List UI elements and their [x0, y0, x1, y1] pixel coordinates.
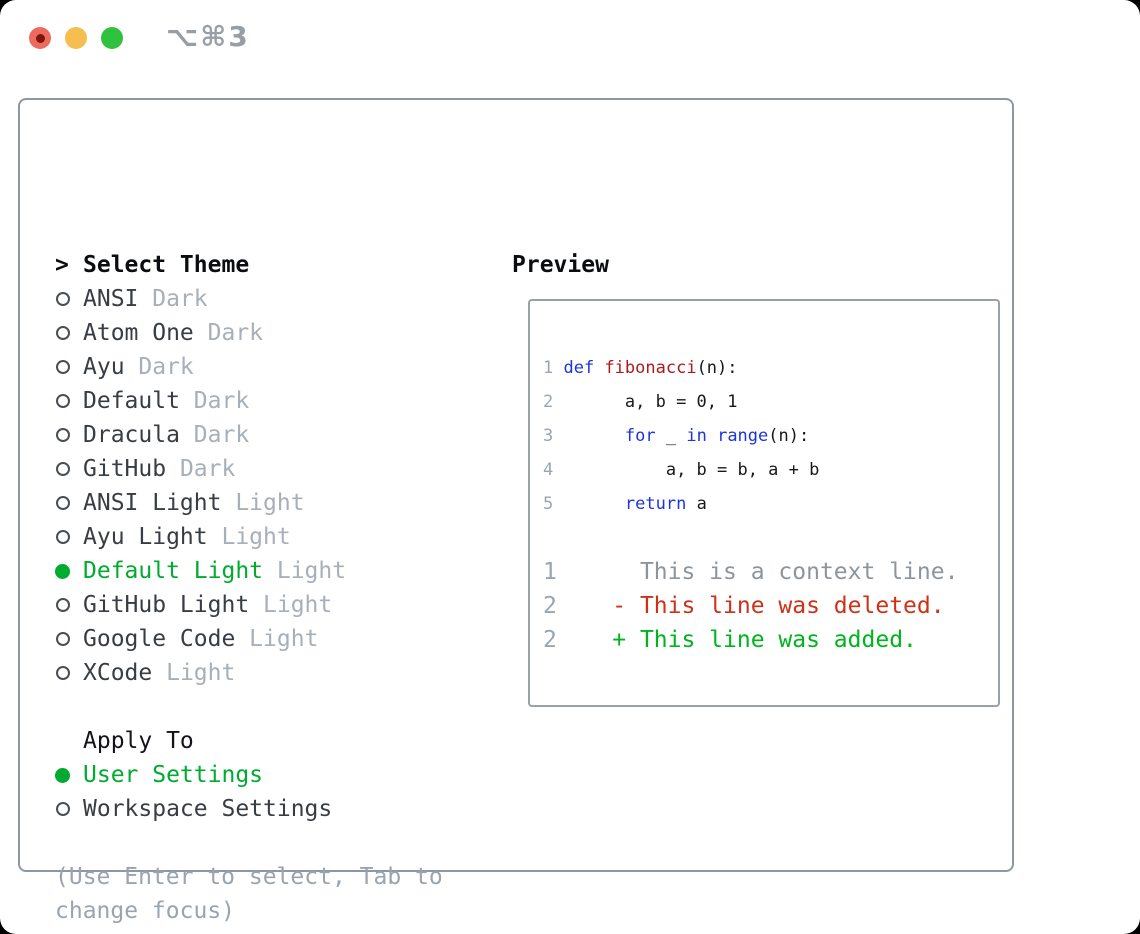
apply-to-header: Apply To: [55, 724, 443, 758]
blank-line: [543, 521, 998, 555]
theme-option-default-light[interactable]: Default Light Light: [55, 554, 443, 588]
theme-option-label: ANSI Light: [83, 490, 222, 516]
apply-option-workspace-settings[interactable]: Workspace Settings: [55, 792, 443, 826]
theme-option-label: GitHub: [83, 456, 167, 482]
radio-selected-icon: [55, 563, 83, 579]
code-line: 4 a, b = b, a + b: [543, 460, 820, 480]
theme-option-label: Atom One: [83, 320, 194, 346]
code-line: 2 a, b = 0, 1: [543, 392, 738, 412]
close-button[interactable]: [29, 27, 51, 49]
unsaved-dot-icon: [35, 33, 45, 43]
preview-panel: 1 def fibonacci(n): 2 a, b = 0, 1 3 for _ …: [528, 299, 1000, 707]
traffic-lights: [29, 27, 123, 49]
apply-option-label: Workspace Settings: [83, 796, 333, 822]
radio-unselected-icon: [55, 462, 83, 476]
code-line: 5 return a: [543, 494, 707, 514]
theme-variant-label: Dark: [193, 320, 264, 346]
apply-to-header-label: Apply To: [83, 728, 194, 754]
radio-unselected-icon: [55, 394, 83, 408]
theme-option-ansi[interactable]: ANSI Dark: [55, 282, 443, 316]
theme-menu-header-label: Select Theme: [83, 252, 250, 278]
theme-option-github[interactable]: GitHub Dark: [55, 452, 443, 486]
cursor-arrow-icon: >: [55, 252, 69, 278]
hint-text: (Use Enter to select, Tab to: [55, 860, 443, 894]
theme-variant-label: Light: [235, 626, 319, 652]
theme-option-dracula[interactable]: Dracula Dark: [55, 418, 443, 452]
radio-unselected-icon: [55, 598, 83, 612]
theme-variant-label: Light: [207, 524, 291, 550]
radio-unselected-icon: [55, 292, 83, 306]
theme-option-label: ANSI: [83, 286, 139, 312]
hint-text-line: change focus): [55, 898, 236, 924]
hint-text: change focus): [55, 894, 443, 928]
radio-unselected-icon: [55, 360, 83, 374]
diff-line: 2 - This line was deleted.: [543, 593, 945, 619]
preview-title: Preview: [512, 252, 609, 278]
theme-option-label: Dracula: [83, 422, 180, 448]
theme-option-label: Ayu: [83, 354, 125, 380]
theme-option-xcode[interactable]: XCode Light: [55, 656, 443, 690]
apply-option-label: User Settings: [83, 762, 264, 788]
theme-option-label: GitHub Light: [83, 592, 250, 618]
radio-selected-icon: [55, 767, 83, 783]
radio-unselected-icon: [55, 496, 83, 510]
theme-option-github-light[interactable]: GitHub Light Light: [55, 588, 443, 622]
theme-option-label: XCode: [83, 660, 153, 686]
theme-variant-label: Dark: [124, 354, 194, 380]
hint-text-line: (Use Enter to select, Tab to: [55, 864, 443, 890]
radio-unselected-icon: [55, 428, 83, 442]
spacer-row: [55, 826, 443, 860]
radio-unselected-icon: [55, 666, 83, 680]
theme-variant-label: Light: [221, 490, 305, 516]
diff-line: 1 This is a context line.: [543, 559, 959, 585]
theme-variant-label: Light: [249, 592, 333, 618]
minimize-button[interactable]: [65, 27, 87, 49]
theme-option-google-code[interactable]: Google Code Light: [55, 622, 443, 656]
diff-line: 2 + This line was added.: [543, 627, 917, 653]
radio-unselected-icon: [55, 802, 83, 816]
code-line: 3 for _ in range(n):: [543, 426, 810, 446]
theme-option-label: Default: [83, 388, 180, 414]
radio-unselected-icon: [55, 326, 83, 340]
code-line: 1 def fibonacci(n):: [543, 358, 738, 378]
theme-option-default[interactable]: Default Dark: [55, 384, 443, 418]
theme-option-label: Google Code: [83, 626, 236, 652]
theme-variant-label: Dark: [179, 422, 250, 448]
theme-variant-label: Light: [152, 660, 236, 686]
theme-variant-label: Dark: [138, 286, 208, 312]
window-title: ⌥⌘3: [166, 20, 250, 53]
theme-option-label: Ayu Light: [83, 524, 208, 550]
theme-option-ayu[interactable]: Ayu Dark: [55, 350, 443, 384]
theme-option-atom-one[interactable]: Atom One Dark: [55, 316, 443, 350]
theme-option-ayu-light[interactable]: Ayu Light Light: [55, 520, 443, 554]
theme-variant-label: Light: [263, 558, 347, 584]
theme-variant-label: Dark: [179, 388, 250, 414]
spacer-row: [55, 690, 443, 724]
theme-menu-header: > Select Theme: [55, 248, 443, 282]
zoom-button[interactable]: [101, 27, 123, 49]
radio-unselected-icon: [55, 632, 83, 646]
theme-option-label: Default Light: [83, 558, 264, 584]
theme-option-ansi-light[interactable]: ANSI Light Light: [55, 486, 443, 520]
radio-unselected-icon: [55, 530, 83, 544]
apply-option-user-settings[interactable]: User Settings: [55, 758, 443, 792]
theme-variant-label: Dark: [166, 456, 236, 482]
